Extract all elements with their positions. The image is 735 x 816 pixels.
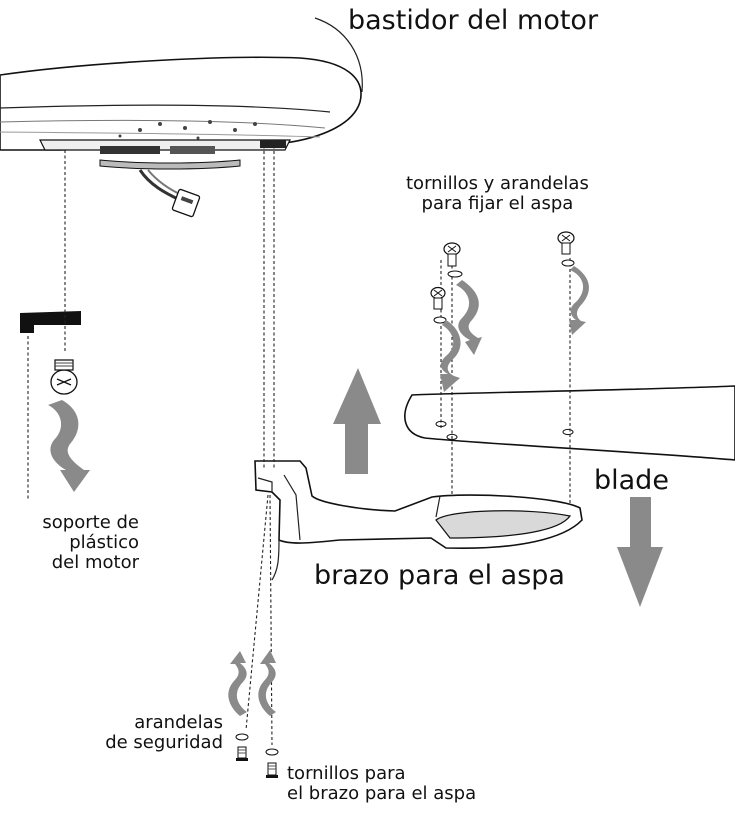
blade-screws-and-washers [430,231,589,392]
blade-screw-b [430,286,447,324]
support-twist-arrow [48,400,90,492]
blade-arm [245,140,583,746]
blade [404,258,735,505]
motor-housing [0,17,363,218]
lock-washers-label: arandelas de seguridad [105,712,223,754]
arm-screws-label: tornillos para el brazo para el aspa [287,763,477,805]
arm-screw-twist-arrows [228,650,276,716]
up-arrow [333,368,381,474]
support-screw [50,359,78,395]
blade-screw-c [557,231,575,267]
blade-screw-a [443,242,463,278]
blade-label: blade [594,465,669,496]
plastic-motor-support [20,150,81,500]
arm-screw-right [266,762,278,778]
blade-screw-twist-arrows [440,266,589,392]
down-arrow [617,497,663,607]
arm-screw-left [236,746,248,761]
arm-fasteners [228,650,279,778]
blade-arm-label: brazo para el aspa [314,560,565,591]
motor-housing-label: bastidor del motor [348,5,599,36]
plastic-support-label: soporte de plástico del motor [42,512,139,574]
blade-screws-label: tornillos y arandelas para fijar el aspa [406,173,589,215]
